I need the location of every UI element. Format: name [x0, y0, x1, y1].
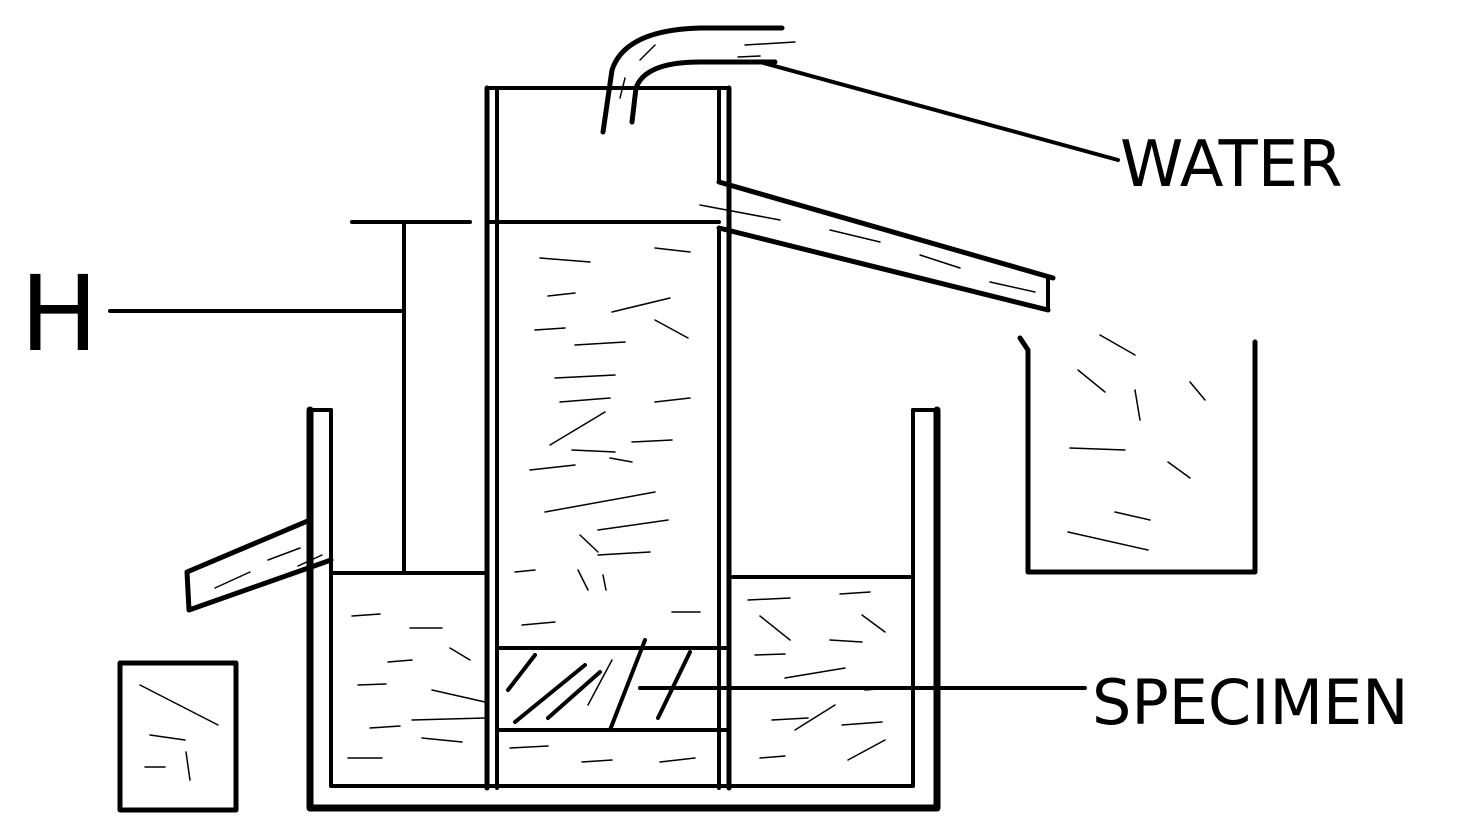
water-leader-line [758, 60, 1120, 162]
specimen-label: SPECIMEN [1092, 666, 1409, 739]
left-tank-water-hatching [347, 613, 486, 759]
inflow-hose [600, 25, 796, 135]
water-label: WATER [1120, 128, 1343, 202]
permeameter-cylinder [484, 85, 732, 791]
outer-water-surface [329, 571, 915, 579]
outflow-pipe [699, 179, 1056, 313]
head-bracket [108, 220, 472, 575]
right-tank-water-hatching [747, 591, 891, 761]
right-collection-beaker [1017, 334, 1258, 575]
specimen [495, 638, 731, 732]
left-collection-beaker [117, 660, 239, 813]
outer-overflow-pipe [184, 517, 334, 613]
cylinder-water-hatching [509, 247, 701, 763]
head-label: H [20, 253, 98, 375]
outer-tank [306, 406, 941, 812]
